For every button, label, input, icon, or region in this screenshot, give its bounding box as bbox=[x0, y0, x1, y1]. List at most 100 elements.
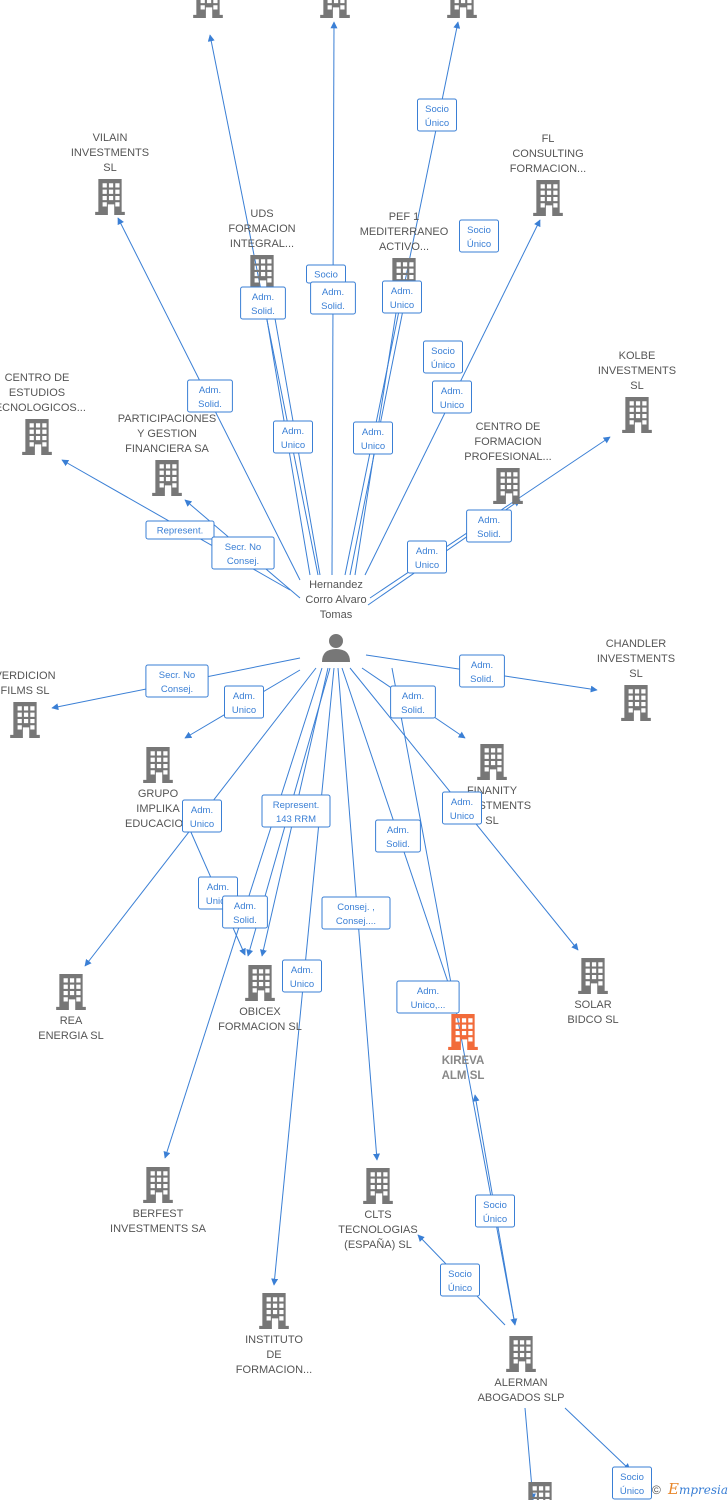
person-icon bbox=[322, 634, 350, 662]
edge-label-box bbox=[466, 509, 512, 543]
company-name-line: ESTUDIOS bbox=[9, 387, 65, 399]
edge-label-box bbox=[187, 379, 233, 413]
edge-label-line: Único bbox=[467, 239, 491, 250]
edge-label: Adm.Solid. bbox=[466, 509, 512, 543]
edge-label: Adm.Unico bbox=[407, 540, 447, 574]
company-name-line: CONSULTING bbox=[512, 148, 583, 160]
company-node[interactable] bbox=[447, 0, 477, 18]
edge-label: Adm.Solid. bbox=[375, 819, 421, 853]
company-node[interactable]: UDSFORMACIONINTEGRAL... bbox=[228, 208, 296, 291]
edge-label-box bbox=[182, 799, 222, 833]
company-node[interactable]: INSTITUTODEFORMACION... bbox=[236, 1293, 312, 1376]
company-name-line: FORMACION... bbox=[510, 163, 586, 175]
edge-label-line: Socio bbox=[483, 1200, 507, 1211]
edge-label-box bbox=[211, 536, 275, 570]
company-node[interactable] bbox=[525, 1482, 555, 1500]
edge-label-box bbox=[475, 1194, 515, 1228]
company-node[interactable] bbox=[193, 0, 223, 18]
company-name-line: SL bbox=[485, 815, 498, 827]
company-name-line: ABOGADOS SLP bbox=[478, 1392, 565, 1404]
company-name-line: INVESTMENTS SA bbox=[110, 1223, 207, 1235]
company-name-line: BIDCO SL bbox=[567, 1014, 618, 1026]
person-name-line: Corro Alvaro bbox=[305, 594, 366, 606]
edge-label-line: Adm. bbox=[451, 797, 473, 808]
company-node[interactable]: FL CONSULTING FORMACION... bbox=[510, 133, 586, 216]
brand-logo-text: mpresia bbox=[679, 1483, 728, 1497]
edge-label: Represent.143 RRM bbox=[261, 794, 331, 828]
edge-label: Adm.Solid. bbox=[310, 281, 356, 315]
company-name-line: FORMACION bbox=[228, 223, 295, 235]
company-name-line: SL bbox=[629, 668, 642, 680]
edge-label: Adm.Unico,... bbox=[396, 980, 460, 1014]
company-name-line: TECNOLOGIAS bbox=[338, 1224, 417, 1236]
edge-label-line: Unico bbox=[415, 560, 439, 571]
company-name-line: EDUCACION bbox=[125, 818, 191, 830]
building-icon bbox=[447, 0, 477, 18]
company-node[interactable] bbox=[320, 0, 350, 18]
company-node[interactable]: PEF 1MEDITERRANEOACTIVO... bbox=[360, 211, 449, 294]
edge-label-line: Adm. bbox=[387, 825, 409, 836]
edge-label-line: 143 RRM bbox=[276, 814, 316, 825]
company-name-line: KIREVA bbox=[442, 1055, 485, 1067]
edge-label-box bbox=[432, 380, 472, 414]
edge-label-line: Unico bbox=[440, 400, 464, 411]
company-node[interactable]: VERDICION FILMS SL bbox=[0, 670, 56, 738]
company-name-line: VERDICION bbox=[0, 670, 56, 682]
edge-label-box bbox=[282, 959, 322, 993]
company-name-line: CENTRO DE bbox=[476, 421, 541, 433]
edge-label-line: Único bbox=[425, 118, 449, 129]
company-name-line: Y GESTION bbox=[137, 428, 197, 440]
company-name-line: INVESTMENTS bbox=[598, 365, 676, 377]
company-name-line: FL bbox=[542, 133, 555, 145]
edge-label-line: Único bbox=[620, 1486, 644, 1497]
edge-label-line: Secr. No bbox=[225, 542, 261, 553]
building-icon bbox=[143, 1167, 173, 1203]
edge-label-line: Solid. bbox=[321, 301, 345, 312]
company-name-line: PEF 1 bbox=[389, 211, 420, 223]
nodes-layer: VILAININVESTMENTSSLFLCONSULTINGFORMACION… bbox=[0, 0, 676, 1500]
company-name-line: INVESTMENTS bbox=[597, 653, 675, 665]
company-name-line: ACTIVO... bbox=[379, 241, 429, 253]
building-icon bbox=[56, 974, 86, 1010]
company-name-line: INVESTMENTS bbox=[71, 147, 149, 159]
edge-label-line: Socio bbox=[467, 225, 491, 236]
edge-label-box bbox=[145, 520, 215, 540]
edge-label-line: Adm. bbox=[233, 691, 255, 702]
edge-label-line: Socio bbox=[314, 270, 338, 281]
edge-label-line: Consej. bbox=[161, 684, 193, 695]
edge-label-line: Solid. bbox=[233, 915, 257, 926]
edge-label-line: Unico bbox=[390, 300, 414, 311]
company-name-line: CLTS bbox=[364, 1209, 391, 1221]
company-node[interactable]: CENTRO DEESTUDIOSTECNOLOGICOS... bbox=[0, 372, 86, 455]
company-name-line: KOLBE bbox=[619, 350, 656, 362]
building-icon bbox=[22, 419, 52, 455]
edge-label-box bbox=[459, 219, 499, 253]
company-name-line: FILMS SL bbox=[1, 685, 50, 697]
edge-label-line: Socio bbox=[425, 104, 449, 115]
edge-label: Adm.Unico bbox=[432, 380, 472, 414]
company-node[interactable]: CENTRO DEFORMACIONPROFESIONAL... bbox=[464, 421, 552, 504]
edge-label: Adm.Unico bbox=[198, 876, 238, 910]
edge-label-line: Único bbox=[448, 1283, 472, 1294]
edge-label-line: Unico bbox=[290, 979, 314, 990]
building-icon bbox=[525, 1482, 555, 1500]
company-name-line: SL bbox=[103, 162, 116, 174]
edge-label-line: Socio bbox=[431, 346, 455, 357]
